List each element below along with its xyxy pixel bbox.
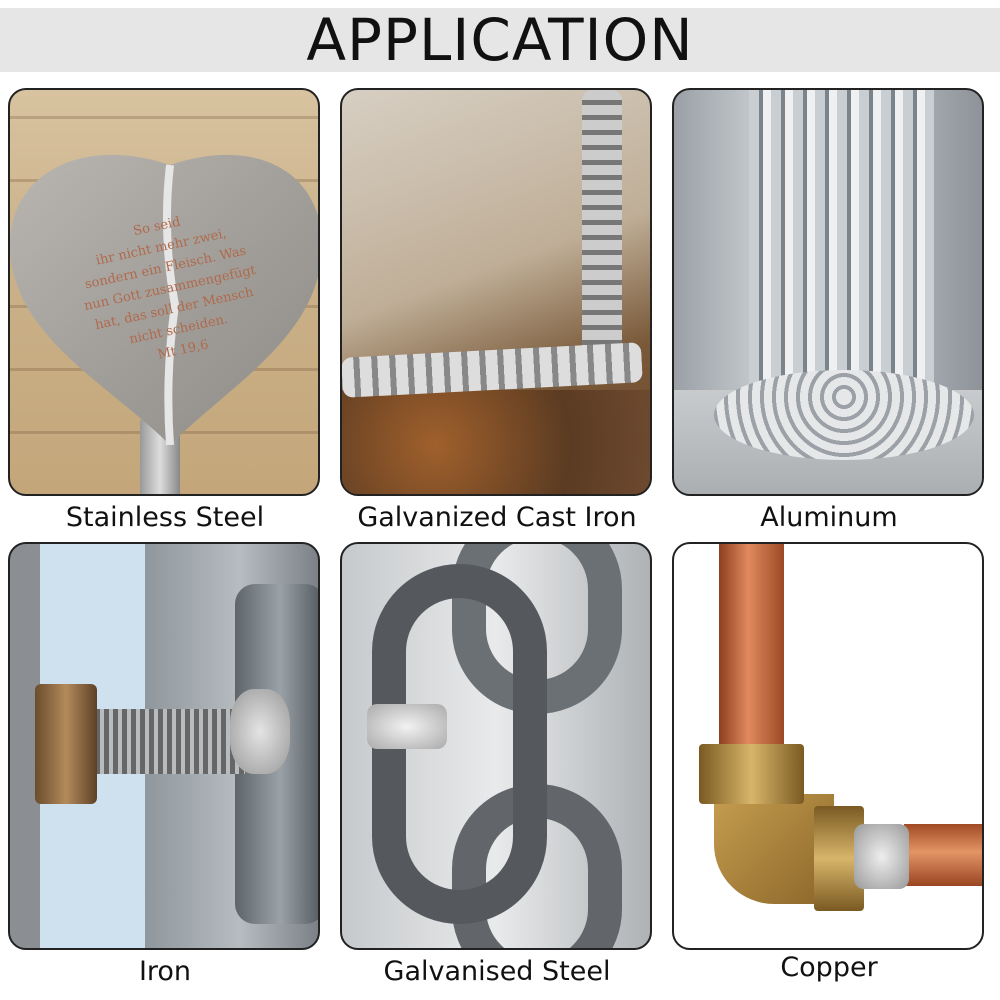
bolt: [95, 709, 245, 774]
heart-plate: [10, 155, 318, 445]
rusty-surface: [342, 390, 650, 494]
nut: [35, 684, 97, 804]
weld-patch: [230, 689, 290, 774]
label-aluminum: Aluminum: [760, 502, 898, 533]
galvanised-steel-photo: [340, 542, 652, 950]
iron-photo: [8, 542, 320, 950]
weld-patch: [854, 824, 909, 889]
aluminum-tube: [749, 90, 934, 410]
copper-pipe: [904, 824, 982, 886]
weld-bead: [714, 370, 974, 460]
copper-pipe: [719, 544, 784, 754]
weld-patch: [367, 704, 447, 749]
label-galvanized-cast-iron: Galvanized Cast Iron: [357, 502, 637, 533]
header-banner: APPLICATION: [0, 6, 1000, 74]
copper-photo: [672, 542, 984, 950]
page-title: APPLICATION: [306, 6, 694, 74]
galvanized-cast-iron-photo: [340, 88, 652, 496]
label-iron: Iron: [138, 956, 192, 987]
label-galvanised-steel: Galvanised Steel: [383, 956, 611, 987]
aluminum-photo: [672, 88, 984, 496]
brass-fitting: [699, 744, 804, 804]
label-copper: Copper: [780, 952, 878, 983]
stainless-steel-photo: So seid ihr nicht mehr zwei, sondern ein…: [8, 88, 320, 496]
label-stainless-steel: Stainless Steel: [65, 502, 265, 533]
weld-bead: [582, 90, 622, 370]
